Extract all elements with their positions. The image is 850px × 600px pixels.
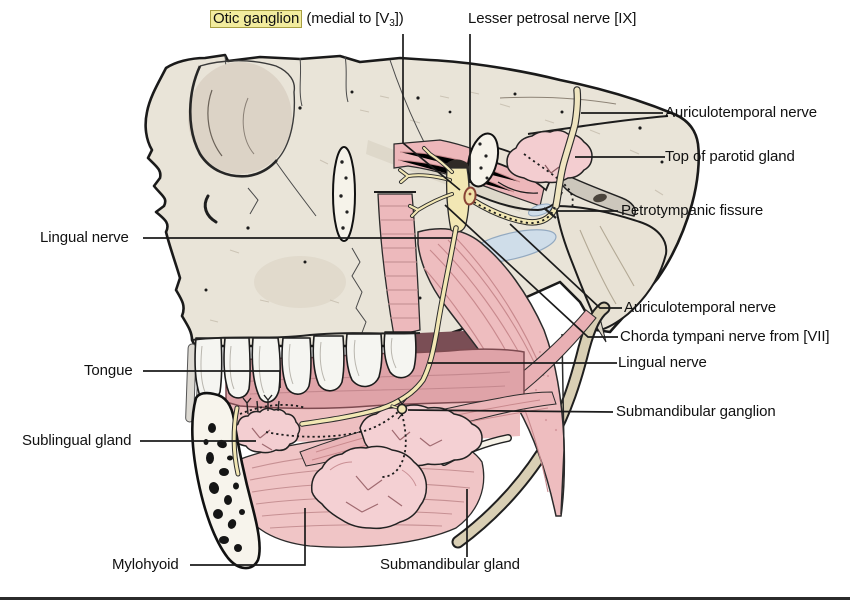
medial-pterygoid-muscle xyxy=(417,228,566,517)
label-lesser-petrosal-nerve: Lesser petrosal nerve [IX] xyxy=(468,10,637,27)
bottom-border-rule xyxy=(0,597,850,600)
tensor-muscle-band xyxy=(374,191,421,337)
submandibular-duct-dotted xyxy=(239,403,407,478)
nasal-notch xyxy=(203,194,218,224)
mandible-cross-section xyxy=(191,391,261,570)
label-mylohyoid: Mylohyoid xyxy=(112,556,179,573)
petrotympanic-fissure-mark xyxy=(543,207,557,219)
chorda-tympani-dotted xyxy=(473,201,556,224)
otic-ganglion-highlight: Otic ganglion xyxy=(210,10,303,28)
orbit xyxy=(188,60,296,178)
label-sublingual-gland: Sublingual gland xyxy=(22,432,132,449)
otic-ganglion-node xyxy=(463,186,477,206)
ear-canal xyxy=(556,171,636,217)
label-lingual-nerve-left: Lingual nerve xyxy=(40,229,129,246)
label-top-of-parotid-gland: Top of parotid gland xyxy=(665,148,795,165)
sublingual-ducts xyxy=(242,394,280,415)
alveolar-line xyxy=(191,332,421,341)
trabecular-spots xyxy=(203,423,245,552)
label-petrotympanic-fissure: Petrotympanic fissure xyxy=(621,202,764,219)
label-auriculotemporal-nerve-mid: Auriculotemporal nerve xyxy=(624,299,777,316)
label-otic-ganglion: Otic ganglion (medial to [V3]) xyxy=(210,10,404,32)
leader-lines xyxy=(140,34,665,566)
label-auriculotemporal-nerve-top: Auriculotemporal nerve xyxy=(665,104,818,121)
label-submandibular-ganglion: Submandibular ganglion xyxy=(616,403,776,420)
foramina-dots xyxy=(204,90,664,300)
label-tongue: Tongue xyxy=(84,362,133,379)
label-chorda-tympani-nerve: Chorda tympani nerve from [VII] xyxy=(620,328,830,345)
label-submandibular-gland: Submandibular gland xyxy=(380,556,520,573)
submandibular-ganglion-node xyxy=(396,397,408,420)
zygoma-cut xyxy=(332,146,356,242)
upper-teeth xyxy=(194,331,417,403)
submandibular-gland-superficial xyxy=(310,445,428,530)
label-lingual-nerve-right: Lingual nerve xyxy=(618,354,707,371)
